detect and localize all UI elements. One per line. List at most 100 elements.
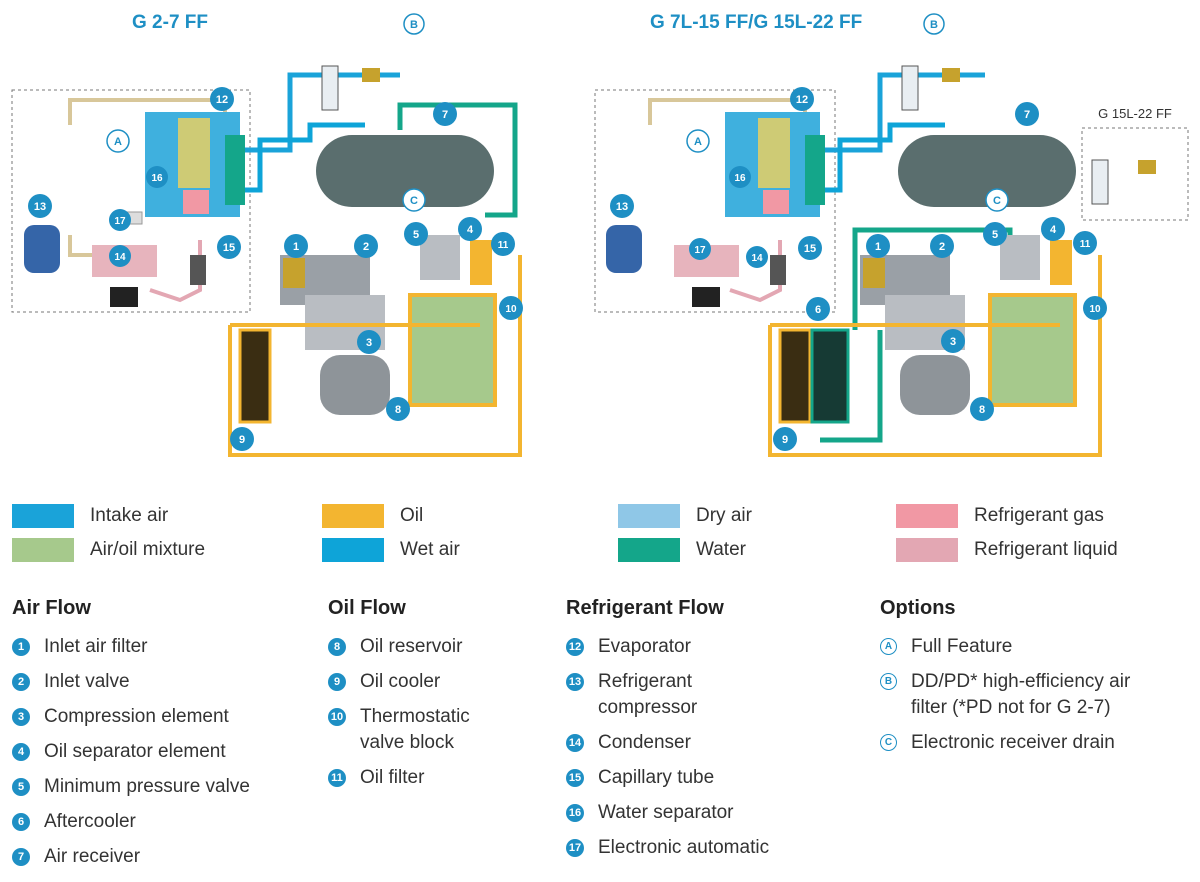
oil-line (228, 255, 522, 457)
svg-text:15: 15 (223, 242, 235, 254)
item-number: 14 (566, 734, 584, 752)
legend-label: Refrigerant liquid (974, 539, 1118, 560)
marker-14: 14 (746, 246, 768, 268)
item-label: Aftercooler (44, 811, 136, 832)
legend-label: Air/oil mixture (90, 539, 206, 560)
option-box-label: G 15L-22 FF (1098, 106, 1172, 121)
svg-text:1: 1 (875, 241, 881, 253)
marker-4: 4 (458, 217, 482, 241)
svg-text:4: 4 (467, 224, 474, 236)
option-box-g15l (1081, 127, 1189, 221)
right-flow-diagram: G 15L-22 FF B A C 12 7 16 13 17 14 15 1 … (594, 13, 1189, 457)
item-label: Evaporator (598, 636, 691, 657)
svg-text:8: 8 (395, 404, 401, 416)
legend-label: Water (696, 539, 746, 560)
oil-line (768, 255, 1102, 457)
svg-text:3: 3 (366, 337, 372, 349)
svg-text:5: 5 (413, 229, 419, 241)
item-label: Air receiver (44, 846, 141, 867)
marker-3: 3 (357, 330, 381, 354)
item-label: Oil reservoir (360, 636, 463, 657)
item-label: Inlet valve (44, 671, 130, 692)
svg-text:6: 6 (815, 304, 821, 316)
marker-9: 9 (773, 427, 797, 451)
item-number: 15 (566, 769, 584, 787)
svg-text:B: B (410, 19, 418, 31)
svg-text:8: 8 (979, 404, 985, 416)
svg-text:A: A (694, 136, 702, 148)
item-label: Refrigerant compressor (598, 671, 698, 718)
legend-label: Dry air (696, 505, 752, 526)
legend-swatch (618, 504, 680, 528)
marker-1: 1 (284, 234, 308, 258)
marker-b: B (923, 13, 945, 35)
legend-item: Refrigerant liquid (896, 537, 1118, 563)
air-receiver (898, 135, 1076, 207)
dry-air-line (825, 72, 985, 153)
item-number: 12 (566, 638, 584, 656)
item-number: 2 (12, 673, 30, 691)
option-letter: C (880, 734, 897, 751)
aftercooler-line (820, 330, 883, 443)
legend-item: Dry air (618, 503, 752, 529)
list-item: 7 Air receiver (12, 844, 250, 870)
svg-text:17: 17 (114, 216, 126, 227)
svg-text:B: B (930, 19, 938, 31)
aftercooler (810, 328, 850, 424)
list-item: C Electronic receiver drain (880, 730, 1130, 756)
legend-swatch (896, 538, 958, 562)
full-feature-box (594, 89, 836, 313)
marker-10: 10 (1083, 296, 1107, 320)
left-diagram-title: G 2-7 FF (132, 12, 209, 33)
svg-text:2: 2 (363, 241, 369, 253)
motor (320, 355, 390, 415)
oil-cooler (778, 328, 812, 424)
item-number: 1 (12, 638, 30, 656)
water-separator (763, 190, 789, 214)
flow-legend: Intake air Air/oil mixture Oil Wet air D… (0, 500, 1200, 570)
air-receiver (316, 135, 494, 207)
legend-item: Intake air (12, 503, 168, 529)
section-heading: Oil Flow (328, 597, 406, 619)
marker-7: 7 (1015, 102, 1039, 126)
oil-cooler (238, 328, 272, 424)
marker-3: 3 (941, 329, 965, 353)
svg-text:17: 17 (694, 245, 706, 256)
legend-swatch (618, 538, 680, 562)
item-label: Inlet air filter (44, 636, 148, 657)
item-number: 7 (12, 848, 30, 866)
inlet-air-filter (863, 258, 885, 288)
svg-text:12: 12 (216, 94, 228, 106)
outlet-valve (362, 68, 380, 82)
water-separator (183, 190, 209, 214)
right-diagram-title: G 7L-15 FF/G 15L-22 FF (650, 12, 863, 33)
marker-5: 5 (983, 222, 1007, 246)
marker-6: 6 (806, 297, 830, 321)
item-number: 9 (328, 673, 346, 691)
svg-text:13: 13 (616, 201, 628, 213)
item-label: Electronic receiver drain (911, 732, 1115, 753)
marker-2: 2 (930, 234, 954, 258)
marker-1: 1 (866, 234, 890, 258)
marker-5: 5 (404, 222, 428, 246)
evaporator-coil (178, 118, 210, 188)
item-label: Compression element (44, 706, 229, 727)
svg-text:10: 10 (1089, 304, 1101, 315)
item-label: Oil cooler (360, 671, 441, 692)
legend-swatch (12, 504, 74, 528)
svg-text:7: 7 (442, 109, 448, 121)
marker-8: 8 (970, 397, 994, 421)
marker-b: B (403, 13, 425, 35)
marker-8: 8 (386, 397, 410, 421)
full-feature-box (11, 89, 251, 313)
svg-text:3: 3 (950, 336, 956, 348)
heat-exchanger (225, 135, 245, 205)
